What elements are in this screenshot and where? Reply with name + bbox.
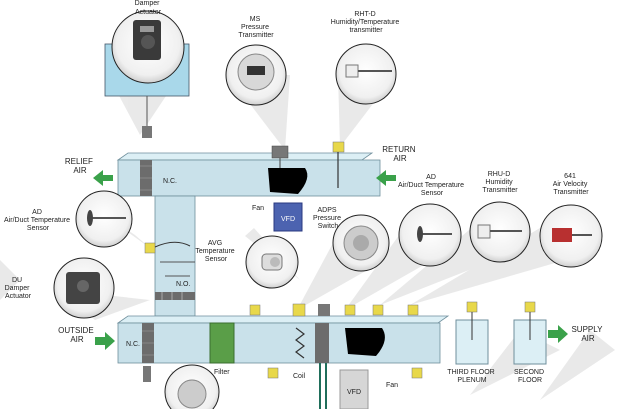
adps-callout <box>332 214 390 272</box>
rhud-callout <box>469 201 531 263</box>
adps-line: Switch <box>318 223 339 230</box>
rhud-label: RHU-D Humidity Transmitter <box>482 171 518 194</box>
ad-right-line: Sensor <box>421 190 444 197</box>
damper-actuator-line: Damper <box>135 0 161 7</box>
second-floor-box <box>513 301 547 365</box>
return-air-line: AIR <box>393 154 407 163</box>
vfd-bottom-label: VFD <box>347 389 361 396</box>
supply-air-line: SUPPLY <box>571 325 603 334</box>
vfd-top-label: VFD <box>281 216 295 223</box>
ms-line: Pressure <box>241 24 269 31</box>
bottom-switch-callout <box>164 364 220 409</box>
no-label: N.O. <box>176 281 190 288</box>
outside-air-line: AIR <box>70 335 84 344</box>
relief-air-line: AIR <box>73 166 87 175</box>
nc-bottom-label: N.C. <box>126 341 140 348</box>
second-floor-label: SECOND FLOOR <box>514 369 546 384</box>
v641-line: 641 <box>564 173 576 180</box>
adps-label: ADPS Pressure Switch <box>313 207 343 230</box>
du-line: DU <box>12 277 22 284</box>
return-air-label: RETURN AIR <box>382 145 418 163</box>
ad-left-callout <box>75 190 133 248</box>
avg-callout <box>245 235 299 289</box>
fan-top-label: Fan <box>252 205 264 212</box>
avg-label: AVG Temperature Sensor <box>195 240 236 263</box>
filter-label: Filter <box>214 369 230 376</box>
du-line: Damper <box>5 285 31 292</box>
rhud-line: RHU-D <box>488 171 511 178</box>
damper-actuator-callout <box>104 10 190 138</box>
outside-air-label: OUTSIDE AIR <box>58 326 96 344</box>
return-duct <box>116 141 381 317</box>
damper-actuator-label: Damper Actuator <box>135 0 162 16</box>
ad-left-line: AD <box>32 209 42 216</box>
adps-line: Pressure <box>313 215 341 222</box>
rhud-line: Transmitter <box>482 187 518 194</box>
rhtd-callout <box>335 43 397 105</box>
ad-right-callout <box>398 203 462 267</box>
avg-line: AVG <box>208 240 222 247</box>
return-air-line: RETURN <box>382 145 416 154</box>
du-label: DU Damper Actuator <box>5 277 32 300</box>
supply-air-label: SUPPLY AIR <box>571 325 604 343</box>
ad-left-line: Sensor <box>27 225 50 232</box>
ad-left-line: Air/Duct Temperature <box>4 217 70 224</box>
supply-air-line: AIR <box>581 334 595 343</box>
second-floor-line: SECOND <box>514 369 544 376</box>
supply-air-arrow <box>548 325 568 343</box>
ad-right-line: Air/Duct Temperature <box>398 182 464 189</box>
rhud-line: Humidity <box>485 179 513 186</box>
rhtd-line: RHT-D <box>354 11 375 18</box>
v641-callout <box>539 204 603 268</box>
ad-right-line: AD <box>426 174 436 181</box>
du-line: Actuator <box>5 293 32 300</box>
v641-line: Transmitter <box>553 189 589 196</box>
third-floor-line: THIRD FLOOR <box>447 369 494 376</box>
rhtd-label: RHT-D Humidity/Temperature transmitter <box>331 11 401 34</box>
coil-label: Coil <box>293 373 306 380</box>
ms-line: MS <box>250 16 261 23</box>
fan-bottom-label: Fan <box>386 382 398 389</box>
adps-line: ADPS <box>317 207 336 214</box>
third-floor-box <box>455 301 489 365</box>
relief-air-arrow <box>93 170 113 186</box>
nc-top-label: N.C. <box>163 178 177 185</box>
avg-line: Temperature <box>195 248 234 255</box>
ad-right-label: AD Air/Duct Temperature Sensor <box>398 174 466 197</box>
ms-label: MS Pressure Transmitter <box>238 16 274 39</box>
second-floor-line: FLOOR <box>518 377 542 384</box>
du-callout <box>53 257 115 319</box>
rhtd-line: Humidity/Temperature <box>331 19 400 26</box>
rhtd-line: transmitter <box>349 27 383 34</box>
v641-line: Air Velocity <box>553 181 588 188</box>
ad-left-label: AD Air/Duct Temperature Sensor <box>4 209 72 232</box>
avg-line: Sensor <box>205 256 228 263</box>
return-air-arrow <box>376 170 396 186</box>
outside-air-line: OUTSIDE <box>58 326 94 335</box>
supply-duct <box>116 303 450 409</box>
third-floor-line: PLENUM <box>457 377 486 384</box>
third-floor-label: THIRD FLOOR PLENUM <box>447 369 496 384</box>
relief-air-label: RELIEF AIR <box>65 157 95 175</box>
ms-line: Transmitter <box>238 32 274 39</box>
ms-transmitter-callout <box>225 44 287 106</box>
damper-actuator-line: Actuator <box>135 9 162 16</box>
relief-air-line: RELIEF <box>65 157 93 166</box>
v641-label: 641 Air Velocity Transmitter <box>553 173 590 196</box>
outside-air-arrow <box>95 332 115 350</box>
